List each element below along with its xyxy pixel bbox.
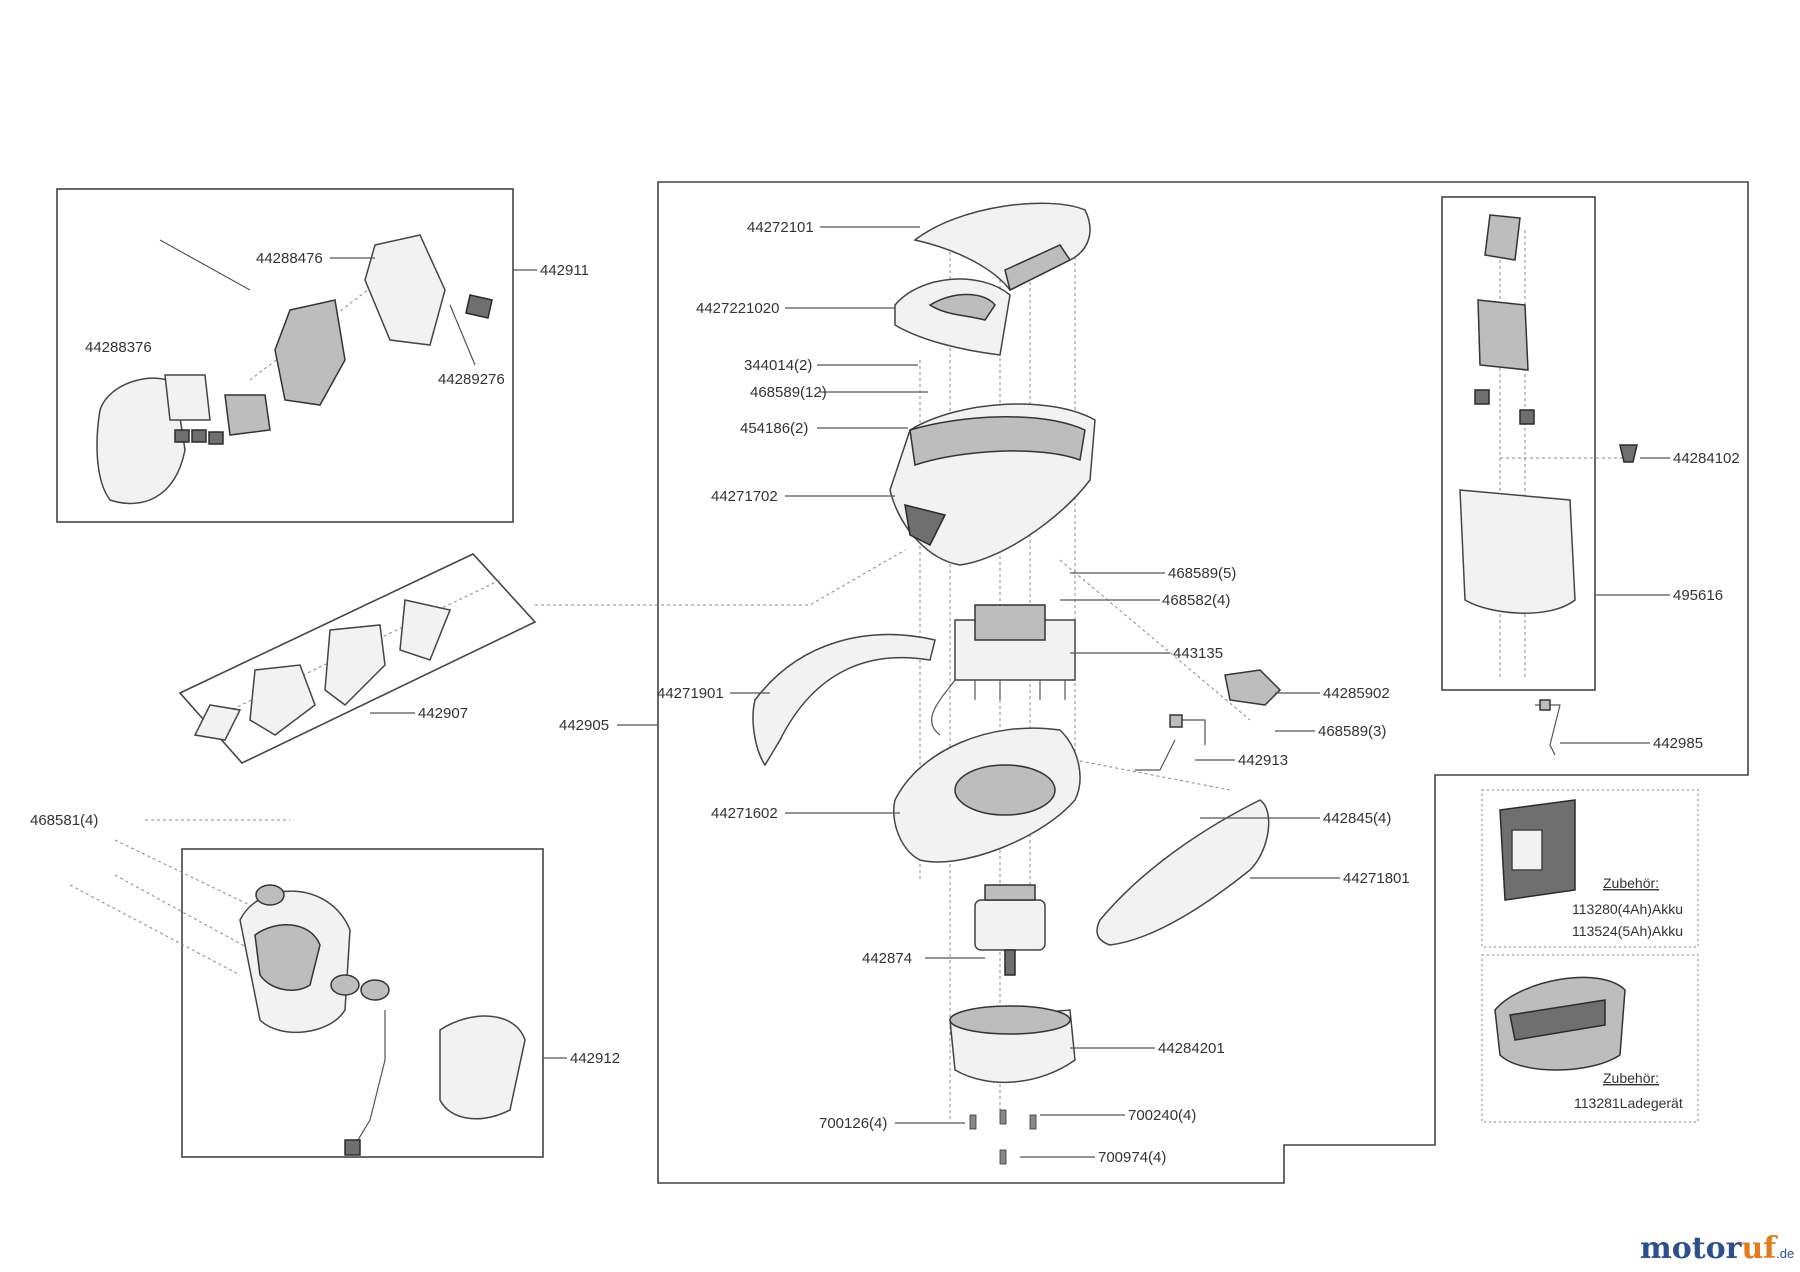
upper-housing-part: [889, 403, 1096, 566]
label-468581: 468581(4): [30, 812, 98, 829]
label-700974: 700974(4): [1098, 1149, 1166, 1166]
leader-lines: [330, 226, 1670, 1158]
label-442874: 442874: [862, 950, 912, 967]
label-442905: 442905: [559, 717, 609, 734]
label-468589-3: 468589(3): [1318, 723, 1386, 740]
accessory-charger-text: Zubehör: 113281Ladegerät: [1574, 1070, 1683, 1111]
label-44284201: 44284201: [1158, 1040, 1225, 1057]
handle-assembly-frame: [181, 848, 544, 1158]
display-parts: [96, 234, 493, 505]
brand-name-a: motor: [1640, 1231, 1743, 1266]
accessory-battery-text: Zubehör: 113280(4Ah)Akku 113524(5Ah)Akku: [1572, 875, 1683, 939]
label-44284102: 44284102: [1673, 450, 1740, 467]
bottom-screws: [969, 1109, 1037, 1165]
label-442845: 442845(4): [1323, 810, 1391, 827]
label-468589-12: 468589(12): [750, 384, 827, 401]
label-454186: 454186(2): [740, 420, 808, 437]
accessory-charger-box: [1481, 954, 1699, 1123]
accessory-battery-line2: 113524(5Ah)Akku: [1572, 923, 1683, 939]
label-442911: 442911: [540, 262, 589, 279]
label-44288376: 44288376: [85, 339, 152, 356]
label-443135: 443135: [1173, 645, 1223, 662]
label-700126: 700126(4): [819, 1115, 887, 1132]
small-bracket-part: [1224, 669, 1282, 706]
handle-parts: [239, 884, 526, 1156]
part-labels: 44272101 4427221020 344014(2) 468589(12)…: [30, 219, 1740, 1166]
accessory-battery-line1: 113280(4Ah)Akku: [1572, 901, 1683, 917]
electronics-board-part: [931, 604, 1076, 736]
button-parts: [193, 599, 452, 741]
label-442907: 442907: [418, 705, 468, 722]
label-44271801: 44271801: [1343, 870, 1410, 887]
label-495616: 495616: [1673, 587, 1723, 604]
motor-housing-part: [949, 1005, 1076, 1084]
battery-compartment-parts: [1459, 214, 1638, 756]
accessory-charger-heading: Zubehör:: [1603, 1070, 1659, 1086]
label-44271602: 44271602: [711, 805, 778, 822]
svg-text:motoruf.de: motoruf.de: [1640, 1231, 1794, 1266]
inner-cover-part: [894, 278, 1011, 356]
label-44288476: 44288476: [256, 250, 323, 267]
label-442985: 442985: [1653, 735, 1703, 752]
accessory-battery-box: [1481, 789, 1699, 948]
brand-logo: motoruf.de: [1640, 1231, 1794, 1266]
brand-suffix: .de: [1776, 1246, 1794, 1261]
left-side-panel-part: [752, 633, 936, 767]
accessory-battery-heading: Zubehör:: [1603, 875, 1659, 891]
label-442912: 442912: [570, 1050, 620, 1067]
brand-name-b: uf: [1741, 1231, 1778, 1266]
sensor-cable-part: [1135, 714, 1206, 771]
motor-part: [974, 884, 1046, 976]
label-44289276: 44289276: [438, 371, 505, 388]
display-assembly-frame: [56, 188, 514, 523]
label-468589-5: 468589(5): [1168, 565, 1236, 582]
top-cover-part: [913, 202, 1091, 292]
main-assembly-frame: [657, 181, 1749, 1184]
charger-image: [1494, 976, 1626, 1071]
label-44285902: 44285902: [1323, 685, 1390, 702]
battery-pack-image: [1499, 799, 1576, 901]
label-344014: 344014(2): [744, 357, 812, 374]
lower-housing-part: [893, 727, 1081, 863]
label-44271901: 44271901: [657, 685, 724, 702]
right-side-panel-part: [1096, 799, 1270, 946]
accessory-charger-line1: 113281Ladegerät: [1574, 1095, 1683, 1111]
label-700240: 700240(4): [1128, 1107, 1196, 1124]
label-44272101: 44272101: [747, 219, 814, 236]
label-468582: 468582(4): [1162, 592, 1230, 609]
label-442913: 442913: [1238, 752, 1288, 769]
battery-compartment-frame: [1441, 196, 1596, 691]
label-44271702: 44271702: [711, 488, 778, 505]
label-4427221020: 4427221020: [696, 300, 779, 317]
